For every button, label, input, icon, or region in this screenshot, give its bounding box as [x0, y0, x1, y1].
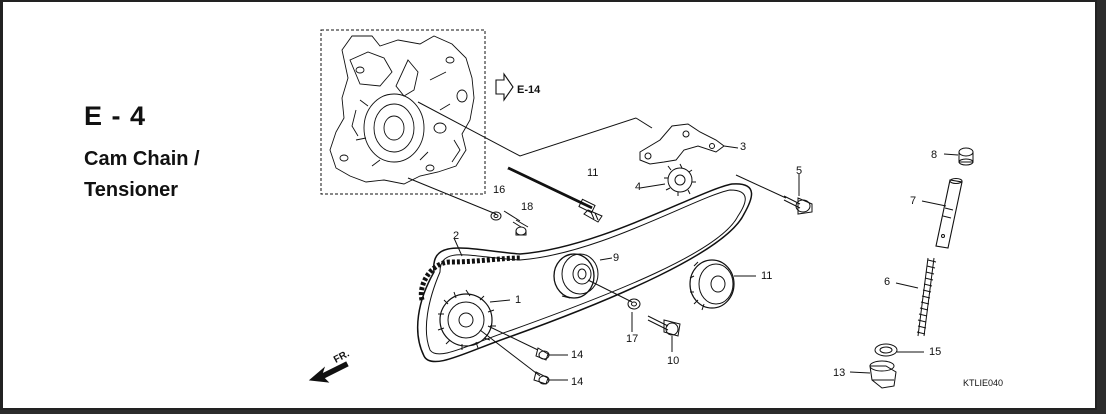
callout-12: 11 [587, 167, 599, 179]
part-18-bolt [512, 219, 529, 236]
callout-2: 2 [453, 230, 460, 242]
callout-11: 11 [761, 270, 773, 282]
part-13-bolt [849, 360, 897, 389]
callout-8: 8 [931, 149, 938, 161]
part-8-cap [943, 147, 974, 166]
part-10-bolt [647, 315, 681, 352]
part-4-sprocket [639, 163, 696, 196]
callout-15: 15 [929, 346, 942, 358]
part-1-crank-sprocket [437, 289, 511, 350]
part-16-washer [490, 211, 502, 221]
part-14-bolt-lower [479, 329, 568, 385]
right-border-strip [1097, 0, 1106, 414]
leader-line-crankcase-to-guide [417, 101, 637, 157]
callout-16: 16 [493, 184, 506, 196]
outline-arrow-right-icon [495, 72, 514, 102]
section-name-line2: Tensioner [84, 179, 179, 201]
callout-6: 6 [884, 276, 891, 288]
crankcase-reference-box [320, 29, 486, 195]
crankcase-drawing [329, 35, 475, 185]
reference-label-e14: E-14 [517, 84, 541, 96]
callout-14-upper: 14 [571, 349, 584, 361]
callout-9: 9 [613, 252, 620, 264]
part-2-cam-chain [416, 183, 753, 363]
section-name-line1: Cam Chain / [84, 148, 200, 170]
part-7-tensioner-rod [921, 178, 963, 249]
bottom-border-strip [0, 410, 1106, 414]
part-5-bolt [735, 174, 813, 215]
callout-14-lower: 14 [571, 376, 584, 388]
callout-5: 5 [796, 165, 803, 177]
part-11-gear [689, 259, 756, 311]
callout-13: 13 [833, 367, 846, 379]
part-17-washer [627, 298, 641, 310]
part-15-washer [874, 343, 924, 357]
section-title-block: E - 4 Cam Chain / Tensioner [84, 100, 200, 206]
part-3-guide-bracket [639, 123, 739, 165]
callout-17: 17 [626, 333, 639, 345]
part-14-bolt-upper [487, 325, 568, 361]
part-6-spring [895, 257, 937, 337]
part-12-shaft [507, 166, 603, 223]
callout-7: 7 [910, 195, 917, 207]
callout-3: 3 [740, 141, 747, 153]
front-arrow-icon [308, 361, 349, 383]
callout-4: 4 [635, 181, 642, 193]
callout-1: 1 [515, 294, 522, 306]
section-code: E - 4 [84, 101, 147, 131]
drawing-code: KTLIE040 [963, 378, 1004, 388]
callout-10: 10 [667, 355, 680, 367]
part-9-cam-sprocket [553, 253, 633, 303]
callout-18: 18 [521, 201, 534, 213]
